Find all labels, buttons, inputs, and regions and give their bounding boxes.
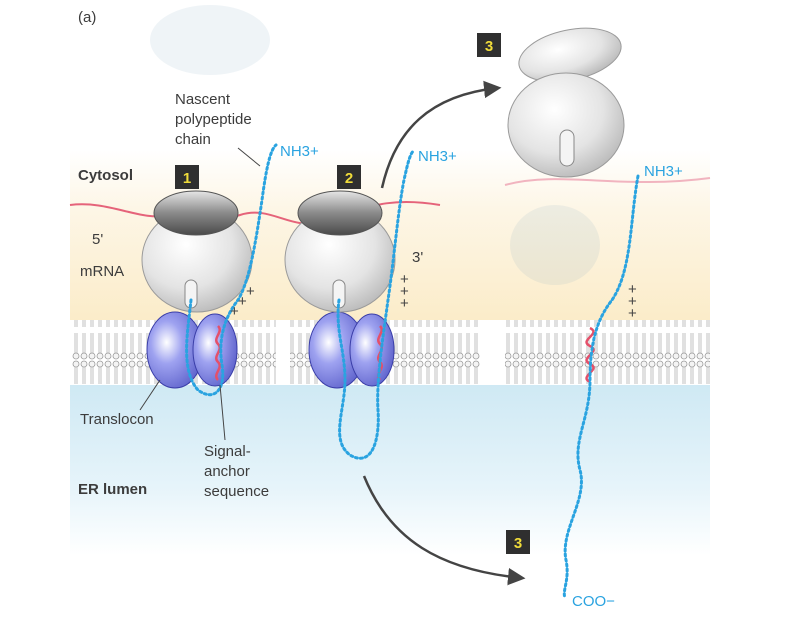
- five-prime-label: 5': [92, 231, 103, 248]
- svg-text:+: +: [400, 283, 409, 300]
- nascent-chain-1: [185, 143, 278, 397]
- svg-text:+: +: [628, 293, 637, 310]
- ribosome-tunnel: [559, 129, 575, 167]
- panel-1: [141, 143, 278, 397]
- pointer-nascent: [237, 147, 261, 167]
- pointer-signal-anchor: [219, 384, 226, 441]
- step-2-badge: [337, 165, 361, 189]
- translocon-right-subunit: [349, 313, 395, 387]
- ribosome-small-subunit: [153, 190, 239, 236]
- arrow-to-detached-ribosome: [380, 80, 502, 189]
- coo-label: COO−: [572, 593, 615, 610]
- mrna-strand-faint: [504, 177, 711, 186]
- translocon-right-subunit: [192, 313, 238, 387]
- lumen-background: [70, 385, 710, 555]
- nh3-label-3: NH3+: [644, 163, 683, 180]
- svg-text:+: +: [400, 295, 409, 312]
- nascent-label-line-3: chain: [175, 131, 211, 148]
- er-lumen-label: ER lumen: [78, 481, 147, 498]
- panel-label: (a): [78, 9, 96, 26]
- signal-anchor-helix: [215, 325, 221, 381]
- signal-anchor-line-3: sequence: [204, 483, 269, 500]
- membrane-right: [505, 320, 710, 384]
- pointer-translocon: [139, 379, 161, 411]
- positive-charges-3: + + +: [628, 281, 637, 322]
- svg-text:+: +: [246, 283, 255, 300]
- faint-background-ribosomes: [150, 5, 600, 285]
- step-1-badge: [175, 165, 199, 189]
- step-1-label: 1: [183, 170, 191, 187]
- detached-ribosome-large-subunit: [507, 72, 625, 178]
- svg-text:+: +: [628, 281, 637, 298]
- svg-text:+: +: [400, 271, 409, 288]
- three-prime-label: 3': [412, 249, 423, 266]
- step-3-badge-bottom: [506, 530, 530, 554]
- panel-2: [284, 148, 416, 460]
- nascent-label-line-1: Nascent: [175, 91, 231, 108]
- panel-3: [507, 27, 640, 600]
- nh3-label-2: NH3+: [418, 148, 457, 165]
- svg-text:+: +: [230, 303, 239, 320]
- step-3-label-bottom: 3: [514, 535, 522, 552]
- arrow-to-lumen: [362, 475, 526, 586]
- positive-charges-2: + + +: [400, 271, 409, 312]
- mrna-label: mRNA: [80, 263, 124, 280]
- step-3-label-top: 3: [485, 38, 493, 55]
- positive-charges-1: + + +: [230, 283, 255, 320]
- nascent-label-line-2: polypeptide: [175, 111, 252, 128]
- nascent-chain-2: [336, 148, 416, 460]
- step-3-badge-top: [477, 33, 501, 57]
- signal-anchor-line-1: Signal-: [204, 443, 251, 460]
- svg-text:+: +: [238, 293, 247, 310]
- translocon-label: Translocon: [80, 411, 154, 428]
- ribosome-small-subunit: [297, 190, 383, 236]
- signal-anchor-line-2: anchor: [204, 463, 250, 480]
- cytosol-label: Cytosol: [78, 167, 133, 184]
- step-2-label: 2: [345, 170, 353, 187]
- svg-text:+: +: [628, 305, 637, 322]
- nh3-label-1: NH3+: [280, 143, 319, 160]
- inserted-protein-chain: [562, 174, 640, 600]
